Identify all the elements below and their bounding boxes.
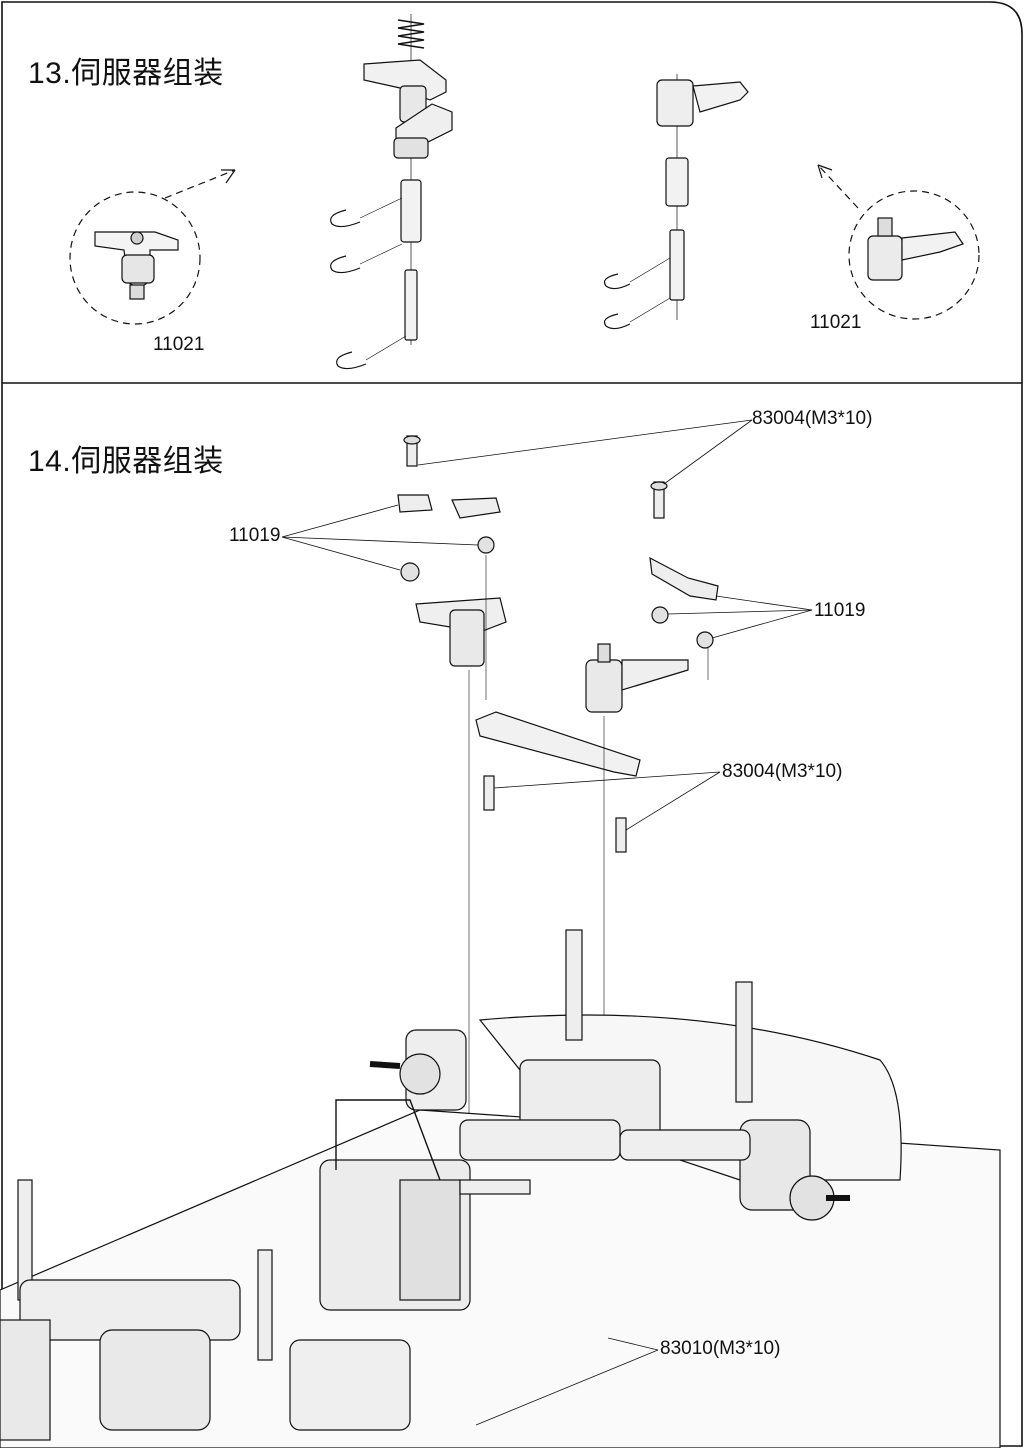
part-label-83004-mid: 83004(M3*10) <box>722 761 843 782</box>
step13-left-exploded <box>330 14 453 370</box>
step-13-title: 13.伺服器组装 <box>28 57 224 90</box>
part-label-11021-right: 11021 <box>810 312 862 333</box>
step14-servo-parts <box>397 435 719 1441</box>
step13-right-detail <box>817 164 980 320</box>
part-label-11019-left: 11019 <box>229 525 281 546</box>
part-label-83004-top: 83004(M3*10) <box>752 408 873 429</box>
step13-right-exploded <box>603 74 749 330</box>
part-label-11021-left: 11021 <box>153 334 205 355</box>
part-label-11019-right: 11019 <box>814 600 866 621</box>
step13-left-detail <box>69 169 236 325</box>
chassis-assembly <box>0 929 1001 1448</box>
part-label-83010-bottom: 83010(M3*10) <box>660 1338 781 1359</box>
leader-lines <box>281 419 813 1426</box>
step-14-title: 14.伺服器组装 <box>28 445 224 478</box>
